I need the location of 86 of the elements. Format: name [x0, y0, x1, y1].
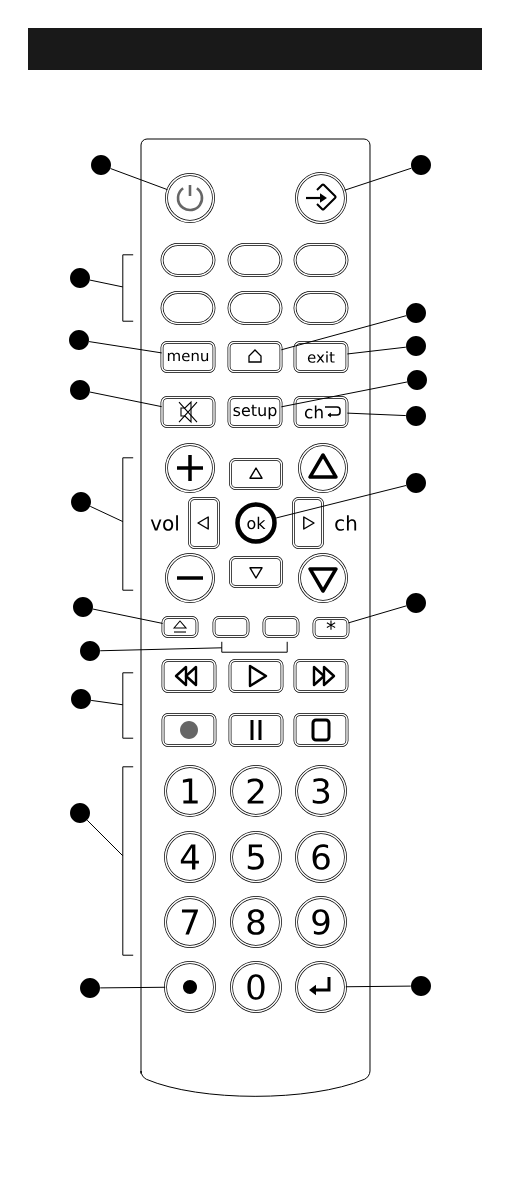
button: exit	[293, 341, 349, 373]
button: 3	[295, 765, 347, 817]
leader-line	[92, 608, 164, 624]
button	[165, 173, 215, 223]
leader-line	[89, 391, 163, 408]
leader-line	[345, 985, 412, 988]
button	[295, 961, 347, 1013]
leader-line	[346, 412, 407, 417]
button	[298, 553, 348, 603]
callout-dot	[73, 597, 93, 617]
leader-line	[347, 605, 407, 624]
button	[188, 497, 220, 549]
callout-dot	[407, 370, 427, 390]
callout-dot	[70, 803, 90, 823]
button	[160, 243, 216, 277]
button	[292, 497, 324, 549]
button	[262, 616, 300, 638]
callout-dot	[406, 406, 426, 426]
callout-dot	[70, 268, 90, 288]
button: *	[312, 617, 350, 639]
button	[295, 172, 347, 224]
button	[160, 291, 216, 325]
button	[227, 341, 283, 373]
button	[293, 243, 349, 277]
callout-dot	[91, 155, 111, 175]
button	[164, 961, 216, 1013]
bracket	[122, 457, 134, 591]
callout-dot	[71, 492, 91, 512]
button: 2	[230, 765, 282, 817]
callout-dot	[406, 303, 426, 323]
button	[229, 458, 283, 490]
button	[161, 616, 199, 638]
leader-line	[90, 699, 124, 706]
button: 1	[164, 765, 216, 817]
callout-dot	[80, 641, 100, 661]
button: ok	[235, 502, 277, 544]
button: 9	[295, 896, 347, 948]
button: 4	[164, 831, 216, 883]
leader-line	[89, 505, 124, 523]
button: 0	[230, 961, 282, 1013]
callout-dot	[411, 155, 431, 175]
leader-line	[344, 167, 412, 191]
button	[298, 443, 348, 493]
leader-line	[280, 315, 407, 351]
button	[227, 243, 283, 277]
button	[228, 659, 284, 693]
button	[165, 443, 215, 493]
button: 5	[230, 831, 282, 883]
leader-line	[86, 819, 124, 857]
button	[212, 616, 250, 638]
bracket	[122, 254, 134, 322]
button: setup	[227, 396, 283, 428]
leader-line	[99, 647, 223, 652]
leader-line	[89, 279, 124, 288]
title-bar	[28, 28, 482, 70]
button	[161, 659, 217, 693]
button: 8	[230, 896, 282, 948]
leader-line	[99, 986, 166, 989]
callout-dot	[411, 976, 431, 996]
button: menu	[160, 341, 216, 373]
button: 6	[295, 831, 347, 883]
callout-dot	[71, 689, 91, 709]
callout-dot	[70, 380, 90, 400]
button	[228, 713, 284, 747]
callout-dot	[406, 473, 426, 493]
button	[229, 556, 283, 588]
leader-line	[275, 485, 407, 519]
callout-dot	[69, 330, 89, 350]
button-label: vol	[150, 515, 178, 531]
leader-line	[280, 381, 408, 408]
bracket	[221, 641, 288, 653]
button	[160, 396, 216, 428]
button: 7	[164, 896, 216, 948]
callout-dot	[406, 336, 426, 356]
button	[293, 291, 349, 325]
button	[227, 291, 283, 325]
callout-dot	[80, 978, 100, 998]
leader-line	[88, 341, 163, 354]
button	[165, 553, 215, 603]
button: ch	[293, 396, 349, 428]
button-label: ch	[335, 515, 357, 531]
bracket	[122, 766, 134, 956]
leader-line	[346, 346, 407, 355]
bracket	[122, 672, 134, 739]
leader-line	[110, 168, 169, 191]
callout-dot	[406, 593, 426, 613]
